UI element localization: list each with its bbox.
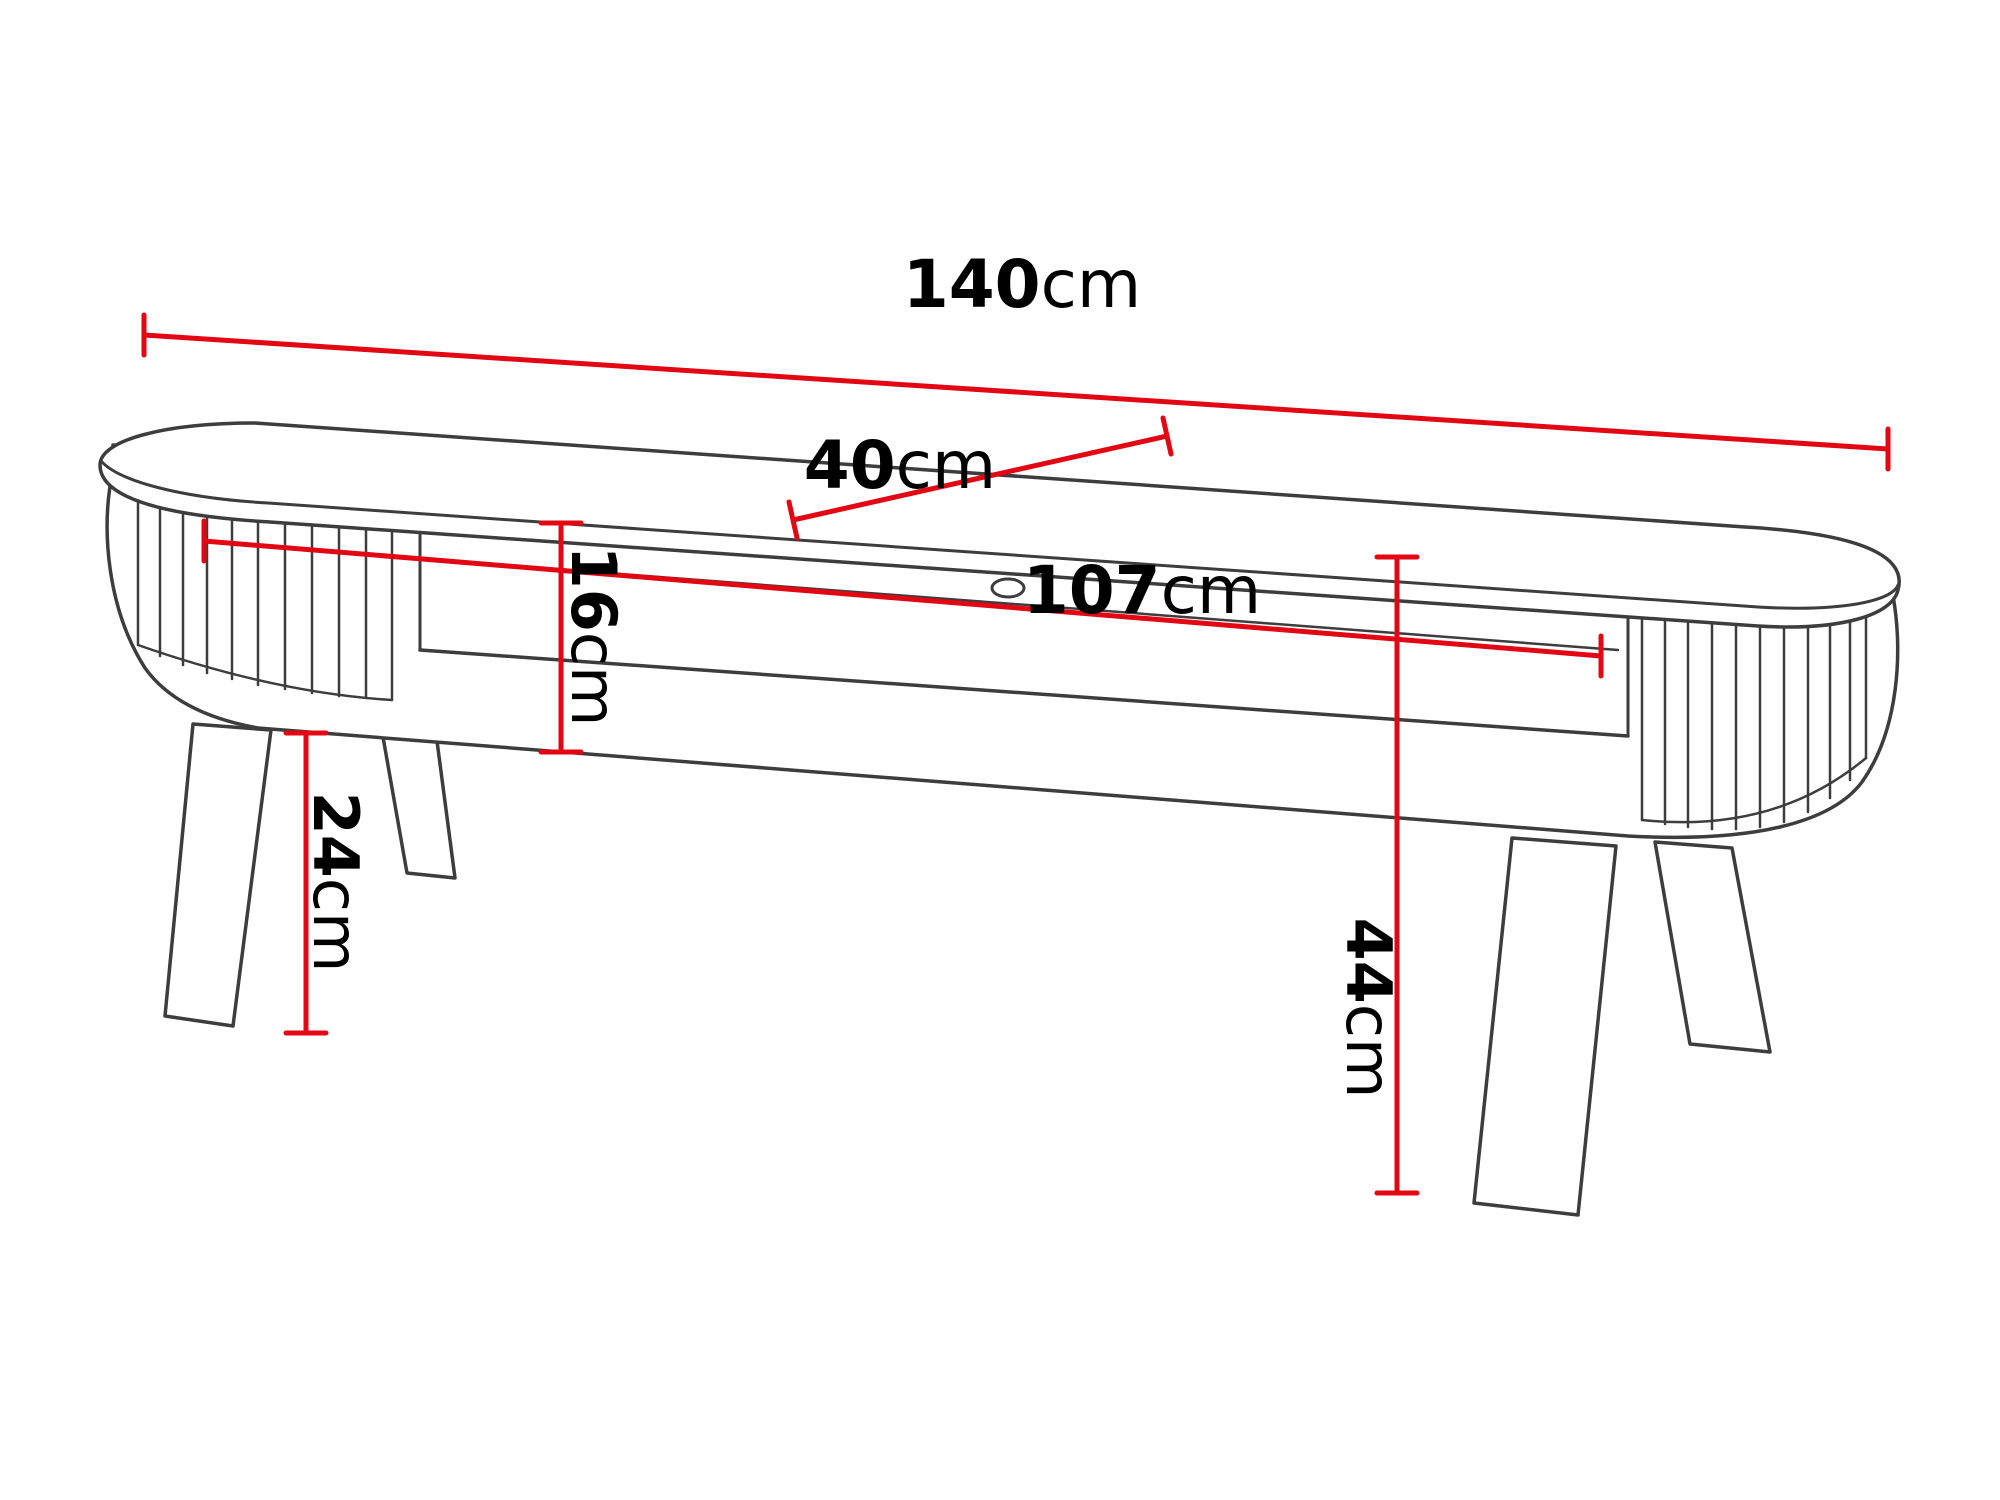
slat-bottom-edge — [136, 643, 394, 702]
dimension-width — [141, 312, 1891, 472]
back-right-leg — [1653, 840, 1772, 1054]
dimension-drawer-width — [201, 518, 1604, 679]
dimension-body-height — [538, 520, 584, 755]
depth-dimension-line — [790, 433, 1170, 523]
depth-dimension-label: 40cm — [804, 427, 996, 504]
dimension-leg-height — [283, 730, 329, 1036]
tabletop — [98, 421, 1901, 629]
dimension-labels: 140cm 40cm 107cm 16cm 24cm 44cm — [300, 246, 1406, 1098]
width-dimension-label: 140cm — [903, 246, 1141, 323]
drawer-top-edge — [418, 648, 1630, 738]
slat-bottom-edge — [1640, 756, 1868, 824]
depth-dimension-tick — [1160, 415, 1174, 457]
drawer-width-dimension-line — [201, 538, 1604, 659]
total-height-dimension-label: 44cm — [1333, 918, 1406, 1099]
depth-dimension-tick — [786, 499, 800, 541]
back-left-leg — [381, 735, 457, 880]
body-height-dimension-label: 16cm — [558, 546, 631, 727]
front-left-leg — [163, 722, 273, 1028]
furniture-drawing — [98, 421, 1901, 1217]
dimension-lines — [141, 312, 1891, 1196]
tabletop-front-edge — [100, 460, 1900, 610]
width-dimension-line — [141, 332, 1891, 452]
leg-height-dimension-label: 24cm — [300, 792, 373, 973]
cable-hole — [990, 577, 1026, 599]
dimension-depth — [786, 415, 1174, 541]
dimension-total-height — [1374, 554, 1420, 1196]
front-right-leg — [1472, 836, 1618, 1217]
drawer-width-dimension-label: 107cm — [1023, 552, 1261, 629]
right-fluted-panel — [1640, 613, 1868, 831]
